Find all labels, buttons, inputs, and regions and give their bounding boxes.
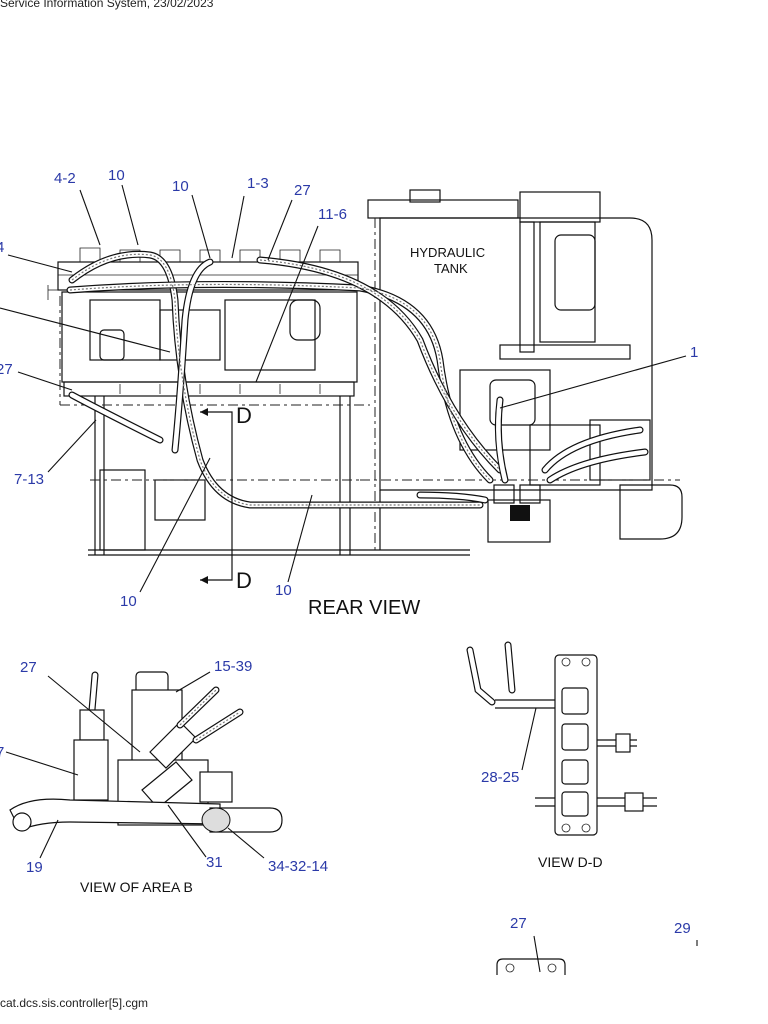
callout-27-b: 27 [0,361,13,378]
hose-icon [66,250,649,509]
page-header: Service Information System, 23/02/2023 [0,0,214,10]
callout-p-29: 29 [674,920,691,937]
view-dd: 28-25 VIEW D-D [466,641,657,870]
callout-p-27: 27 [510,915,527,932]
page-footer: cat.dcs.sis.controller[5].cgm [0,996,149,1010]
callout-dd-28-25: 28-25 [481,769,519,786]
callout-1: 1 [690,344,698,361]
tank-label-line2: TANK [434,261,468,276]
callout-10-a: 10 [108,167,125,184]
section-mark-top: D [236,403,252,428]
rear-view: HYDRAULIC TANK [0,167,698,619]
rear-view-title: REAR VIEW [308,597,420,619]
callout-b-19: 19 [26,859,43,876]
section-mark-bottom: D [236,568,252,593]
leader-lines [0,184,687,593]
callout-b-15-39: 15-39 [214,658,252,675]
control-valve [487,424,601,543]
hydraulic-tank: HYDRAULIC TANK [360,189,683,550]
callout-4-2: 4-2 [54,170,76,187]
callout-11-6: 11-6 [318,206,347,223]
area-b-view: 27 15-39 7 19 31 34-32-14 VIEW OF AREA B [0,658,328,895]
section-arrow-icon: D D [200,403,252,593]
callout-b-31: 31 [206,854,223,871]
callout-7-13: 7-13 [14,471,44,488]
callout-10-d: 10 [275,582,292,599]
area-b-title: VIEW OF AREA B [80,879,193,895]
callout-b-7: 7 [0,744,4,761]
callout-4: 4 [0,239,4,256]
callout-1-3: 1-3 [247,175,269,192]
engine-block [47,247,470,556]
view-dd-title: VIEW D-D [538,854,603,870]
callout-10-c: 10 [120,593,137,610]
callout-10-b: 10 [172,178,189,195]
callout-b-27: 27 [20,659,37,676]
callout-b-34-32-14: 34-32-14 [268,858,328,875]
partial-view: 27 29 [496,915,698,975]
callout-27-a: 27 [294,182,311,199]
tank-label-line1: HYDRAULIC [410,245,485,260]
